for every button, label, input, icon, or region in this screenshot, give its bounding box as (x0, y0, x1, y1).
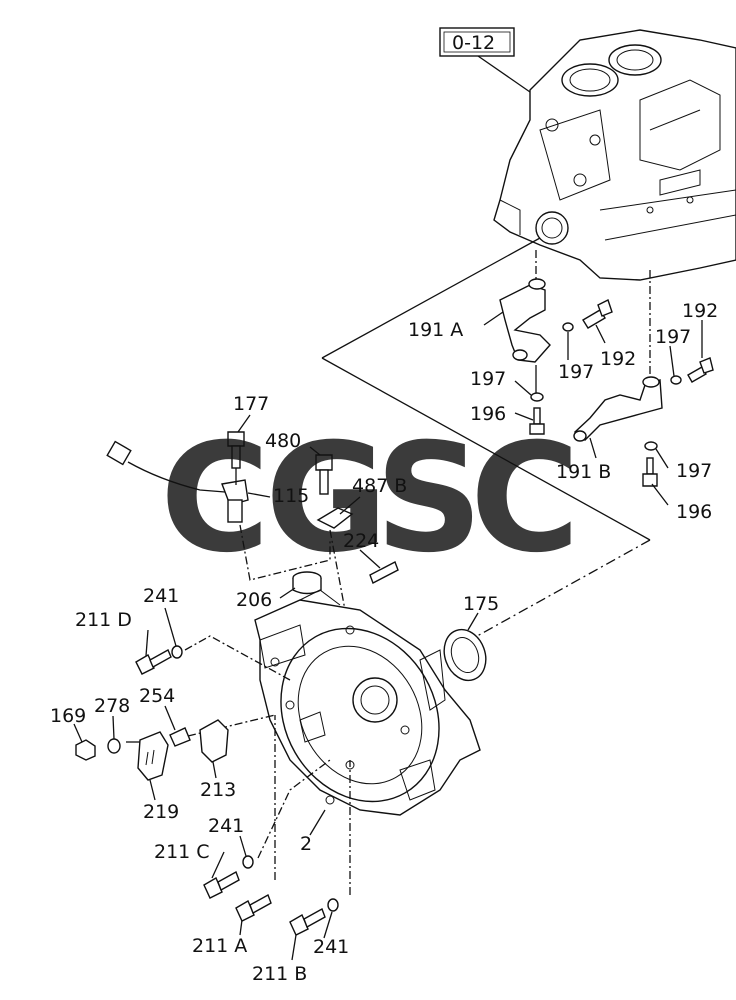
callout-175[interactable]: 175 (463, 593, 499, 615)
washer-241b[interactable] (242, 855, 254, 869)
bracket-191b[interactable] (573, 376, 663, 442)
bolt-196a[interactable] (529, 407, 545, 435)
callout-191a[interactable]: 191 A (408, 319, 463, 341)
callout-213[interactable]: 213 (200, 779, 236, 801)
bolt-196b[interactable] (642, 457, 658, 487)
washer-197c[interactable] (670, 375, 682, 385)
plug-254[interactable] (169, 727, 191, 747)
flywheel-housing-2[interactable] (250, 589, 481, 830)
bracket-191a[interactable] (499, 278, 551, 363)
callout-197-right[interactable]: 197 (655, 326, 691, 348)
bolt-211b[interactable] (289, 907, 326, 936)
callout-labels: 177 480 115 487 B 224 206 241 211 D 175 … (50, 300, 718, 985)
washer-197d[interactable] (644, 441, 658, 451)
callout-197-lower-left[interactable]: 197 (470, 368, 506, 390)
callout-211d[interactable]: 211 D (75, 609, 132, 631)
callout-480[interactable]: 480 (265, 430, 301, 452)
oil-seal-175[interactable] (437, 624, 492, 687)
callout-241-middle[interactable]: 241 (208, 815, 244, 837)
callout-211a[interactable]: 211 A (192, 935, 247, 957)
stud-224[interactable] (369, 561, 399, 584)
callout-241-lower[interactable]: 241 (313, 936, 349, 958)
callout-196-left[interactable]: 196 (470, 403, 506, 425)
callout-219[interactable]: 219 (143, 801, 179, 823)
bolt-211a[interactable] (235, 893, 272, 922)
callout-211c[interactable]: 211 C (154, 841, 210, 863)
callout-197-left[interactable]: 197 (558, 361, 594, 383)
watermark-letter-2: G (265, 412, 388, 586)
washer-197a[interactable] (562, 322, 574, 332)
reference-box[interactable]: 0-12 (439, 27, 515, 57)
watermark-letter-3: S (375, 412, 483, 586)
bolt-211d[interactable] (135, 649, 172, 675)
bracket-213[interactable] (199, 719, 229, 763)
washer-241c[interactable] (327, 898, 339, 912)
callout-224[interactable]: 224 (343, 530, 379, 552)
bolt-480[interactable] (315, 454, 333, 495)
plate-487b[interactable] (316, 507, 354, 529)
bolt-192b[interactable] (687, 357, 714, 383)
callout-241-upper[interactable]: 241 (143, 585, 179, 607)
callout-197-lower-right[interactable]: 197 (676, 460, 712, 482)
reference-box-label: 0-12 (452, 32, 495, 54)
watermark-letter-1: C (160, 412, 270, 586)
callout-211b[interactable]: 211 B (252, 963, 307, 985)
bolt-211c[interactable] (203, 870, 240, 899)
bolt-192a[interactable] (582, 299, 613, 329)
callout-196-right[interactable]: 196 (676, 501, 712, 523)
cover-219[interactable] (137, 731, 169, 781)
callout-leaders (73, 311, 703, 961)
callout-177[interactable]: 177 (233, 393, 269, 415)
housing-bolt-leaders (184, 635, 351, 895)
washer-197b[interactable] (530, 392, 544, 402)
callout-192-right[interactable]: 192 (682, 300, 718, 322)
callout-169[interactable]: 169 (50, 705, 86, 727)
assembly-lines (321, 237, 651, 641)
washer-241a[interactable] (171, 645, 183, 659)
engine-block (493, 29, 736, 281)
callout-254[interactable]: 254 (139, 685, 175, 707)
watermark-logo: C G S C (160, 412, 580, 586)
nut-169[interactable] (75, 739, 96, 761)
sensor-115[interactable] (106, 440, 249, 523)
watermark-letter-4: C (470, 412, 580, 586)
callout-191b[interactable]: 191 B (556, 461, 611, 483)
callout-192-left[interactable]: 192 (600, 348, 636, 370)
washer-278[interactable] (107, 738, 121, 754)
callout-2[interactable]: 2 (300, 833, 312, 855)
callout-206[interactable]: 206 (236, 589, 272, 611)
callout-278[interactable]: 278 (94, 695, 130, 717)
callout-487b[interactable]: 487 B (352, 475, 407, 497)
bolt-177[interactable] (227, 431, 245, 469)
callout-115[interactable]: 115 (273, 485, 309, 507)
